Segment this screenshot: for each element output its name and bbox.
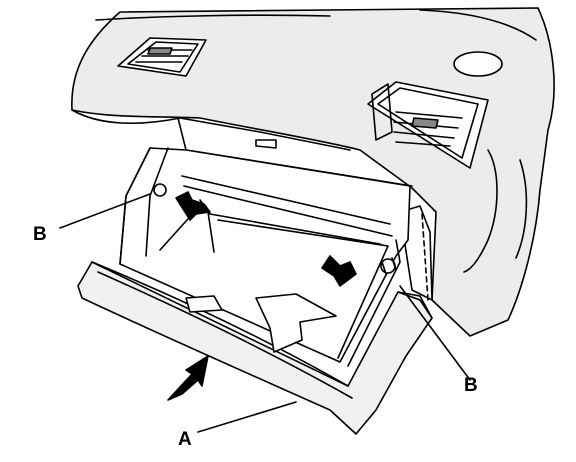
- stop-pin-right-detail: [381, 257, 397, 275]
- glove-box-left-wall: [119, 147, 169, 265]
- glove-box-latch-tab: [255, 139, 277, 149]
- door-bottom-tab: [185, 295, 223, 313]
- push-arrow-right-icon: [321, 255, 357, 287]
- glove-box-door: [77, 261, 433, 435]
- callout-b-left: B: [33, 224, 47, 245]
- stop-pin-left: [153, 183, 167, 197]
- push-arrow-left-icon: [175, 191, 211, 221]
- dashboard-right-contour: [463, 149, 528, 273]
- sunload-sensor: [453, 51, 503, 77]
- door-handle-recess: [255, 293, 337, 353]
- callout-a: A: [178, 429, 192, 450]
- leader-line-a: [197, 401, 297, 433]
- leader-line-b-right: [399, 285, 471, 381]
- dashboard-dashed-seam: [421, 213, 429, 301]
- glove-box-door-right-edge: [397, 291, 433, 319]
- leader-line-b-left: [59, 193, 151, 229]
- callout-b-right: B: [464, 375, 478, 396]
- center-air-vent: [117, 37, 207, 77]
- dashboard-lower-edge: [71, 109, 351, 151]
- remove-direction-arrow-icon: [167, 355, 209, 401]
- dashboard-top-ridge: [95, 9, 537, 41]
- glove-box-door-inner-edge: [91, 261, 353, 399]
- glove-box-right-wall: [347, 239, 401, 367]
- right-air-vent: [367, 81, 489, 169]
